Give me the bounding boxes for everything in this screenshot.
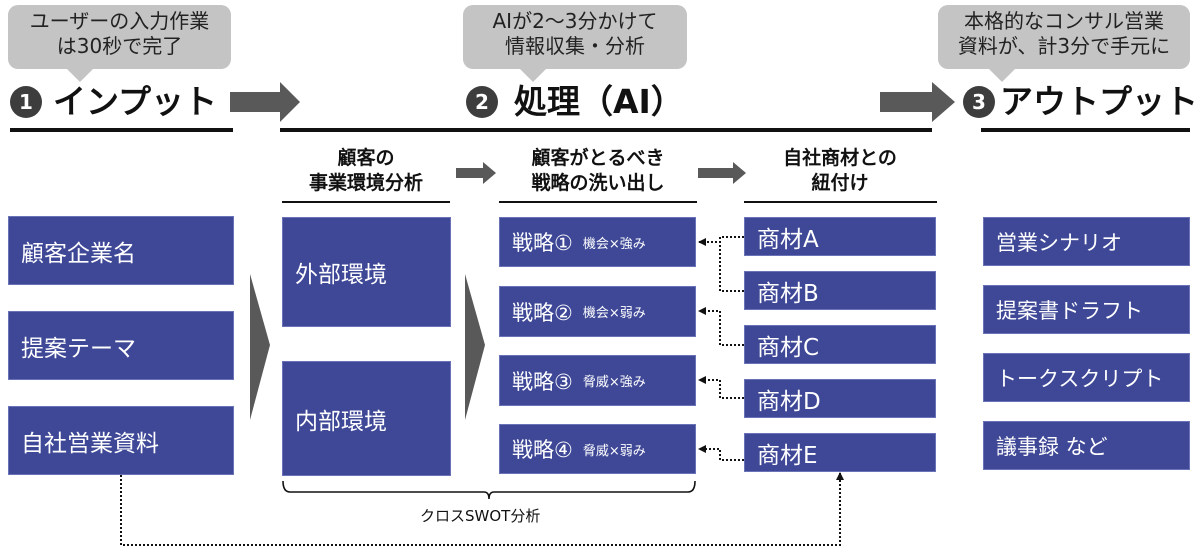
product-e: 商材E <box>744 433 936 472</box>
product-a: 商材A <box>744 217 936 256</box>
column-title-line-2: 事業環境分析 <box>308 172 423 194</box>
callout-tail <box>66 68 94 82</box>
product-c: 商材C <box>744 325 936 364</box>
output-item-minutes: 議事録 など <box>983 421 1190 470</box>
callout-process-line-2: 情報収集・分析 <box>505 34 645 58</box>
cross-swot-brace <box>282 480 696 500</box>
link-product-c-to-strategy-2 <box>698 307 744 346</box>
output-item-talk-script: トークスクリプト <box>983 353 1190 402</box>
strategy-label: 戦略④ <box>512 438 573 462</box>
strategy-tag: 機会×弱み <box>582 306 646 321</box>
chevron-analysis-to-strategy-icon <box>465 274 485 420</box>
arrow-process-to-output-icon <box>880 82 955 122</box>
arrow-strategy-to-product-icon <box>698 162 746 184</box>
column-title-strategies: 顧客がとるべき 戦略の洗い出し <box>496 146 700 196</box>
strategy-1: 戦略① 機会×強み <box>499 217 696 267</box>
column-title-line-1: 顧客の <box>337 147 395 169</box>
column-title-line-1: 顧客がとるべき <box>531 147 665 169</box>
cross-swot-label: クロスSWOT分析 <box>420 507 541 525</box>
output-item-proposal-draft: 提案書ドラフト <box>983 285 1190 334</box>
column-underline-product-mapping <box>744 201 937 203</box>
arrow-input-to-process-icon <box>230 82 300 122</box>
output-item-sales-scenario: 営業シナリオ <box>983 217 1190 266</box>
step-2-badge: 2 <box>466 86 498 118</box>
input-item-sales-material: 自社営業資料 <box>8 406 234 475</box>
column-title-line-1: 自社商材との <box>783 147 897 169</box>
callout-input-line-1: ユーザーの入力作業 <box>29 9 210 33</box>
callout-input-line-2: は30秒で完了 <box>56 34 183 58</box>
product-b: 商材B <box>744 271 936 310</box>
step-2-title: 処理（AI） <box>514 82 684 121</box>
callout-tail <box>519 68 547 82</box>
step-2-underline <box>280 128 932 132</box>
link-product-d-to-strategy-3 <box>698 376 744 399</box>
step-1-badge: 1 <box>10 86 42 118</box>
strategy-label: 戦略① <box>512 231 573 255</box>
step-1-title: インプット <box>53 82 218 121</box>
column-title-product-mapping: 自社商材との 紐付け <box>742 146 938 196</box>
column-title-line-2: 戦略の洗い出し <box>531 172 665 194</box>
analysis-external-environment: 外部環境 <box>282 217 451 327</box>
strategy-tag: 機会×強み <box>582 236 646 252</box>
strategy-label: 戦略② <box>512 300 573 325</box>
callout-output-line-1: 本格的なコンサル営業 <box>964 9 1164 33</box>
arrow-analysis-to-strategy-icon <box>456 162 496 184</box>
column-underline-business-environment <box>282 201 450 203</box>
step-1-underline <box>10 128 233 132</box>
strategy-tag: 脅威×強み <box>582 375 646 390</box>
callout-process-line-1: AIが2～3分かけて <box>492 9 658 33</box>
step-3-title: アウトプット <box>1000 82 1198 121</box>
strategy-label: 戦略③ <box>512 369 573 394</box>
link-product-a-to-strategy-1 <box>698 236 744 246</box>
strategy-tag: 脅威×弱み <box>582 443 646 459</box>
analysis-internal-environment: 内部環境 <box>282 361 451 476</box>
input-item-client-name: 顧客企業名 <box>8 216 234 285</box>
strategy-4: 戦略④ 脅威×弱み <box>499 424 696 474</box>
strategy-2: 戦略② 機会×弱み <box>499 286 696 337</box>
strategy-3: 戦略③ 脅威×強み <box>499 355 696 406</box>
column-title-business-environment: 顧客の 事業環境分析 <box>280 146 452 196</box>
product-d: 商材D <box>744 379 936 418</box>
column-underline-strategies <box>499 201 697 203</box>
step-3-badge: 3 <box>963 86 995 118</box>
callout-output: 本格的なコンサル営業 資料が、計3分で手元に <box>938 5 1190 82</box>
chevron-input-to-analysis-icon <box>250 274 270 420</box>
callout-output-line-2: 資料が、計3分で手元に <box>957 34 1171 58</box>
callout-process: AIが2～3分かけて 情報収集・分析 <box>463 5 687 82</box>
step-3-underline <box>981 128 1190 132</box>
link-product-e-to-strategy-4 <box>698 445 744 461</box>
column-title-line-2: 紐付け <box>811 172 869 194</box>
link-sales-material-to-product-e <box>120 472 844 546</box>
link-product-b-to-strategy-1 <box>719 237 744 292</box>
callout-input: ユーザーの入力作業 は30秒で完了 <box>8 5 231 82</box>
callout-tail <box>988 68 1016 82</box>
input-item-proposal-theme: 提案テーマ <box>8 311 234 380</box>
